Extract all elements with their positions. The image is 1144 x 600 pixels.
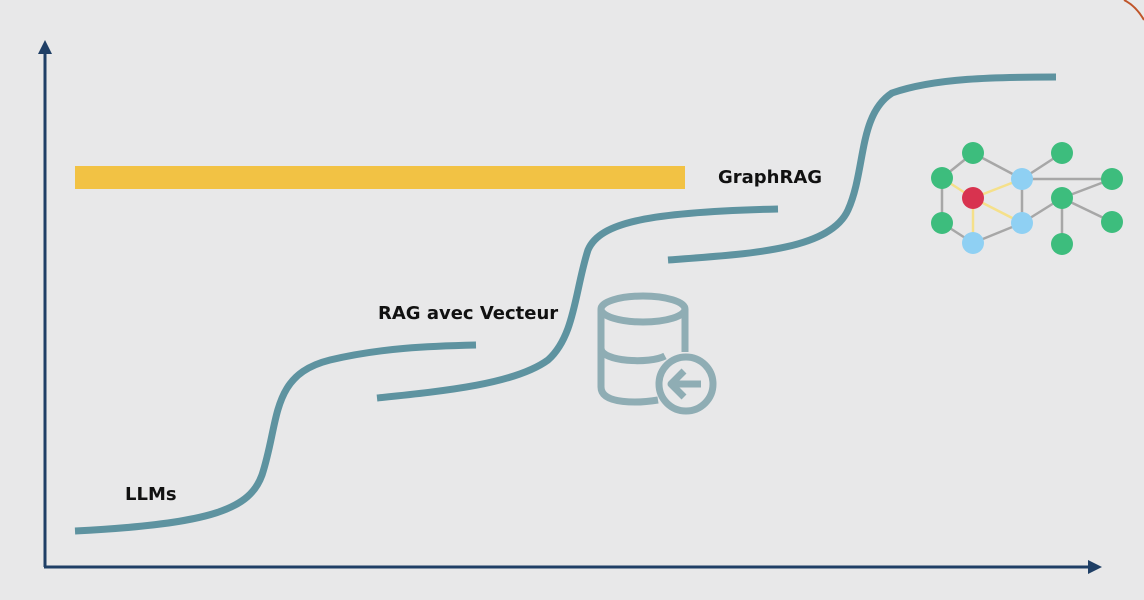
database-arrow-in-icon [597, 292, 717, 415]
y-axis-arrowhead [38, 40, 52, 54]
stage-label-graphrag: GraphRAG [718, 167, 823, 188]
growth-curves [74, 73, 1057, 535]
x-axis-arrowhead [1088, 560, 1102, 574]
curve-rag-vecteur [376, 205, 779, 402]
highlight-bar [75, 166, 685, 189]
stage-label-rag-vecteur: RAG avec Vecteur [378, 303, 559, 324]
axes [38, 40, 1102, 574]
curve-llms [74, 341, 477, 535]
curve-graphrag [667, 73, 1057, 264]
corner-accent [1123, 0, 1144, 21]
knowledge-graph-icon [931, 142, 1123, 255]
stage-label-llms: LLMs [125, 484, 177, 505]
